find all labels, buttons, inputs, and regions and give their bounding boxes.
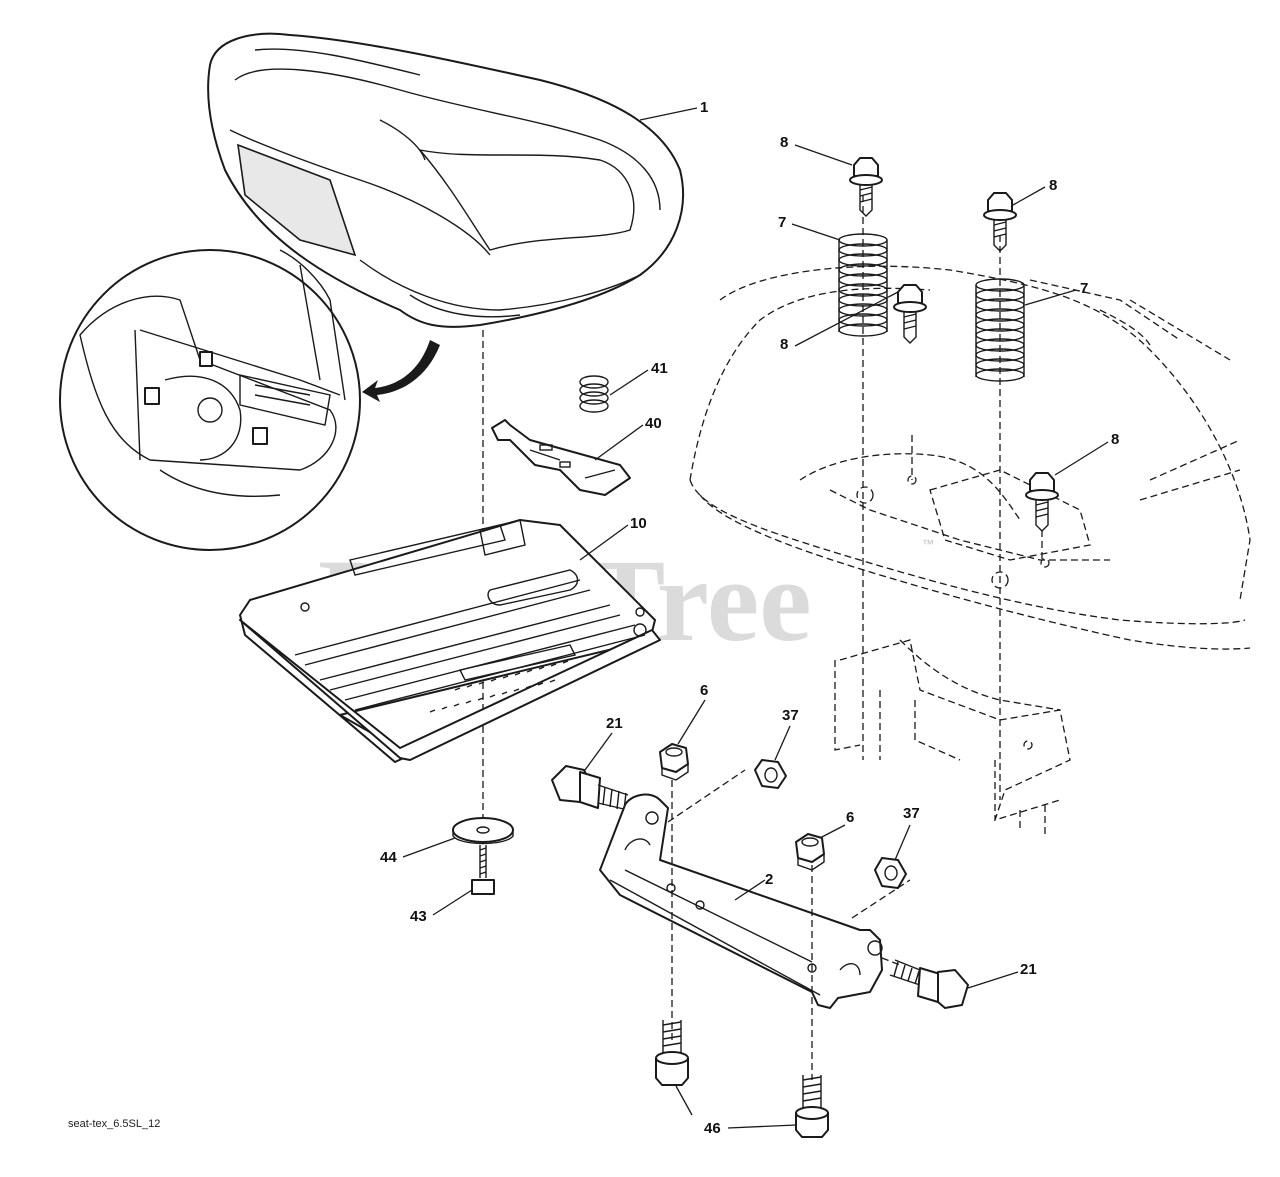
screw-8-mid-right <box>1025 472 1059 532</box>
callout-bolt-46: 46 <box>704 1120 721 1137</box>
callout-nut37-right: 37 <box>903 805 920 822</box>
spring-7-right <box>975 278 1025 382</box>
callout-clip: 40 <box>645 415 662 432</box>
callout-small-spring: 41 <box>651 360 668 377</box>
seat-bracket <box>599 793 883 1009</box>
detail-view <box>59 249 361 551</box>
callout-washer: 44 <box>380 849 397 866</box>
assembly-line-2 <box>851 879 911 919</box>
screw-8-top-left <box>849 157 883 217</box>
callout-screw-top-left: 8 <box>780 134 788 151</box>
screw-43 <box>471 845 495 895</box>
callout-nut-right: 6 <box>846 809 854 826</box>
bolt-left <box>551 765 629 811</box>
bolt-46-left <box>655 1020 689 1086</box>
seat <box>207 32 684 328</box>
nut-left <box>659 743 689 781</box>
callout-seat-plate: 10 <box>630 515 647 532</box>
spring-7-left <box>838 233 888 337</box>
callout-screw-43: 43 <box>410 908 427 925</box>
bolt-46-right <box>795 1075 829 1138</box>
callout-screw-top-right: 8 <box>1049 177 1057 194</box>
nut-right <box>795 833 825 871</box>
callout-spring-right: 7 <box>1080 280 1088 297</box>
bolt-right <box>889 959 969 1009</box>
nut37-right <box>874 857 907 889</box>
small-spring <box>579 375 609 413</box>
seat-plate <box>239 519 661 763</box>
callout-nut-left: 6 <box>700 682 708 699</box>
nut37-left <box>754 759 787 789</box>
assembly-line-1 <box>667 769 746 823</box>
screw-8-top-right <box>983 192 1017 252</box>
curved-arrow-icon <box>362 340 440 402</box>
screw-8-mid-left <box>893 284 927 344</box>
washer <box>452 817 514 845</box>
clip <box>491 419 631 496</box>
callout-seat-bracket: 2 <box>765 871 773 888</box>
diagram-caption: seat-tex_6.5SL_12 <box>68 1118 160 1130</box>
callout-bolt-right: 21 <box>1020 961 1037 978</box>
callout-bolt-left: 21 <box>606 715 623 732</box>
callout-screw-mid-right: 8 <box>1111 431 1119 448</box>
callout-screw-mid-left: 8 <box>780 336 788 353</box>
callout-nut37-left: 37 <box>782 707 799 724</box>
callout-seat: 1 <box>700 99 708 116</box>
watermark-trademark: ™ <box>922 537 934 551</box>
callout-spring-left: 7 <box>778 214 786 231</box>
